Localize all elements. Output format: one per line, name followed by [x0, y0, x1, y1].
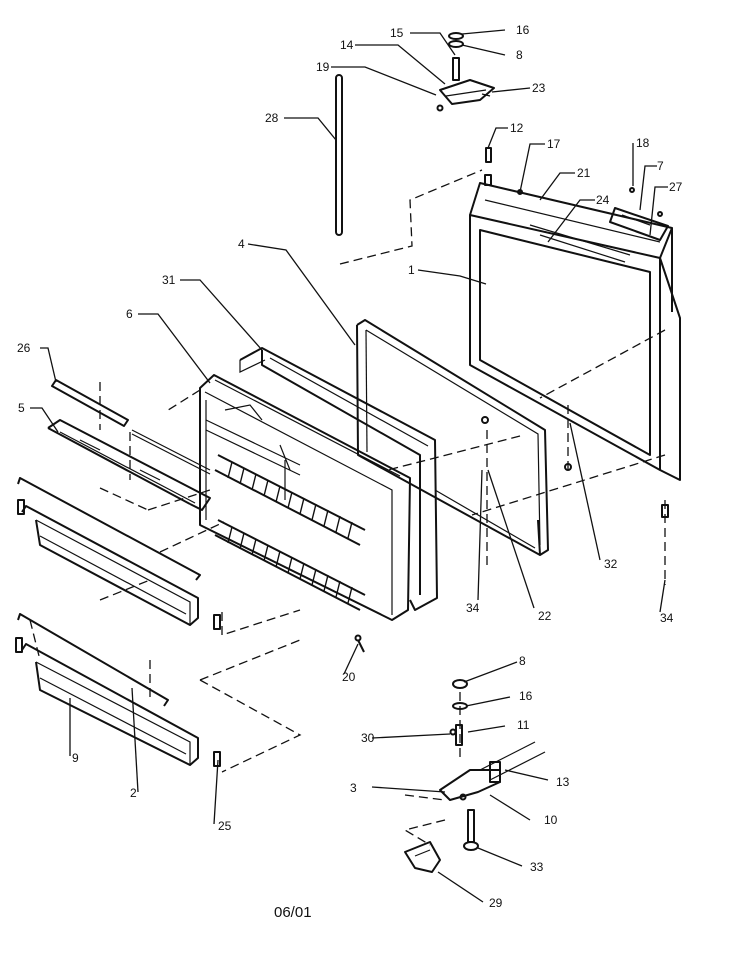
- shelf-ribs: [227, 461, 353, 604]
- hinge-rod: [335, 74, 343, 236]
- part-label-12: 12: [510, 121, 524, 135]
- top-bracket: [609, 187, 669, 241]
- part-label-8a: 8: [516, 48, 523, 62]
- part-labels: 16 15 14 8 19 23 28 12 17 18 7 21 27 24 …: [17, 23, 683, 910]
- part-label-23: 23: [532, 81, 546, 95]
- part-label-31: 31: [162, 273, 176, 287]
- part-label-34a: 34: [466, 601, 480, 615]
- part-label-18: 18: [636, 136, 650, 150]
- cabinet-liner: [469, 147, 681, 518]
- bottom-hinge-assembly: [439, 679, 546, 851]
- part-label-17: 17: [547, 137, 561, 151]
- part-label-8b: 8: [519, 654, 526, 668]
- part-label-15: 15: [390, 26, 404, 40]
- part-label-7: 7: [657, 159, 664, 173]
- part-label-25: 25: [218, 819, 232, 833]
- part-label-13: 13: [556, 775, 570, 789]
- part-label-34b: 34: [660, 611, 674, 625]
- part-label-16a: 16: [516, 23, 530, 37]
- part-label-22: 22: [538, 609, 552, 623]
- part-label-19: 19: [316, 60, 330, 74]
- part-label-3: 3: [350, 781, 357, 795]
- part-label-14: 14: [340, 38, 354, 52]
- leader-lines: [30, 29, 668, 903]
- upper-door-bin: [17, 477, 221, 630]
- part-label-32: 32: [604, 557, 618, 571]
- alignment-lines: [29, 169, 666, 846]
- part-label-9: 9: [72, 751, 79, 765]
- outer-door-panel: [239, 347, 438, 611]
- part-label-4: 4: [238, 237, 245, 251]
- door-strip: [51, 379, 129, 427]
- part-label-16b: 16: [519, 689, 533, 703]
- part-label-6: 6: [126, 307, 133, 321]
- door-gasket: [356, 319, 549, 556]
- part-label-20: 20: [342, 670, 356, 684]
- part-label-30: 30: [361, 731, 375, 745]
- part-label-28: 28: [265, 111, 279, 125]
- bracket-29: [404, 841, 441, 873]
- part-label-5: 5: [18, 401, 25, 415]
- part-label-26: 26: [17, 341, 31, 355]
- date-code: 06/01: [274, 904, 312, 921]
- part-label-2: 2: [130, 786, 137, 800]
- shelf-tray: [47, 419, 211, 511]
- part-label-27: 27: [669, 180, 683, 194]
- inner-door-liner: [199, 374, 411, 621]
- top-hinge-assembly: [436, 32, 495, 112]
- part-label-24: 24: [596, 193, 610, 207]
- part-label-21: 21: [577, 166, 591, 180]
- part-label-33: 33: [530, 860, 544, 874]
- part-label-29: 29: [489, 896, 503, 910]
- part-label-11: 11: [517, 718, 530, 732]
- part-label-1: 1: [408, 263, 415, 277]
- part-label-10: 10: [544, 813, 558, 827]
- screw-20: [354, 634, 365, 653]
- lower-door-bin: [15, 613, 221, 767]
